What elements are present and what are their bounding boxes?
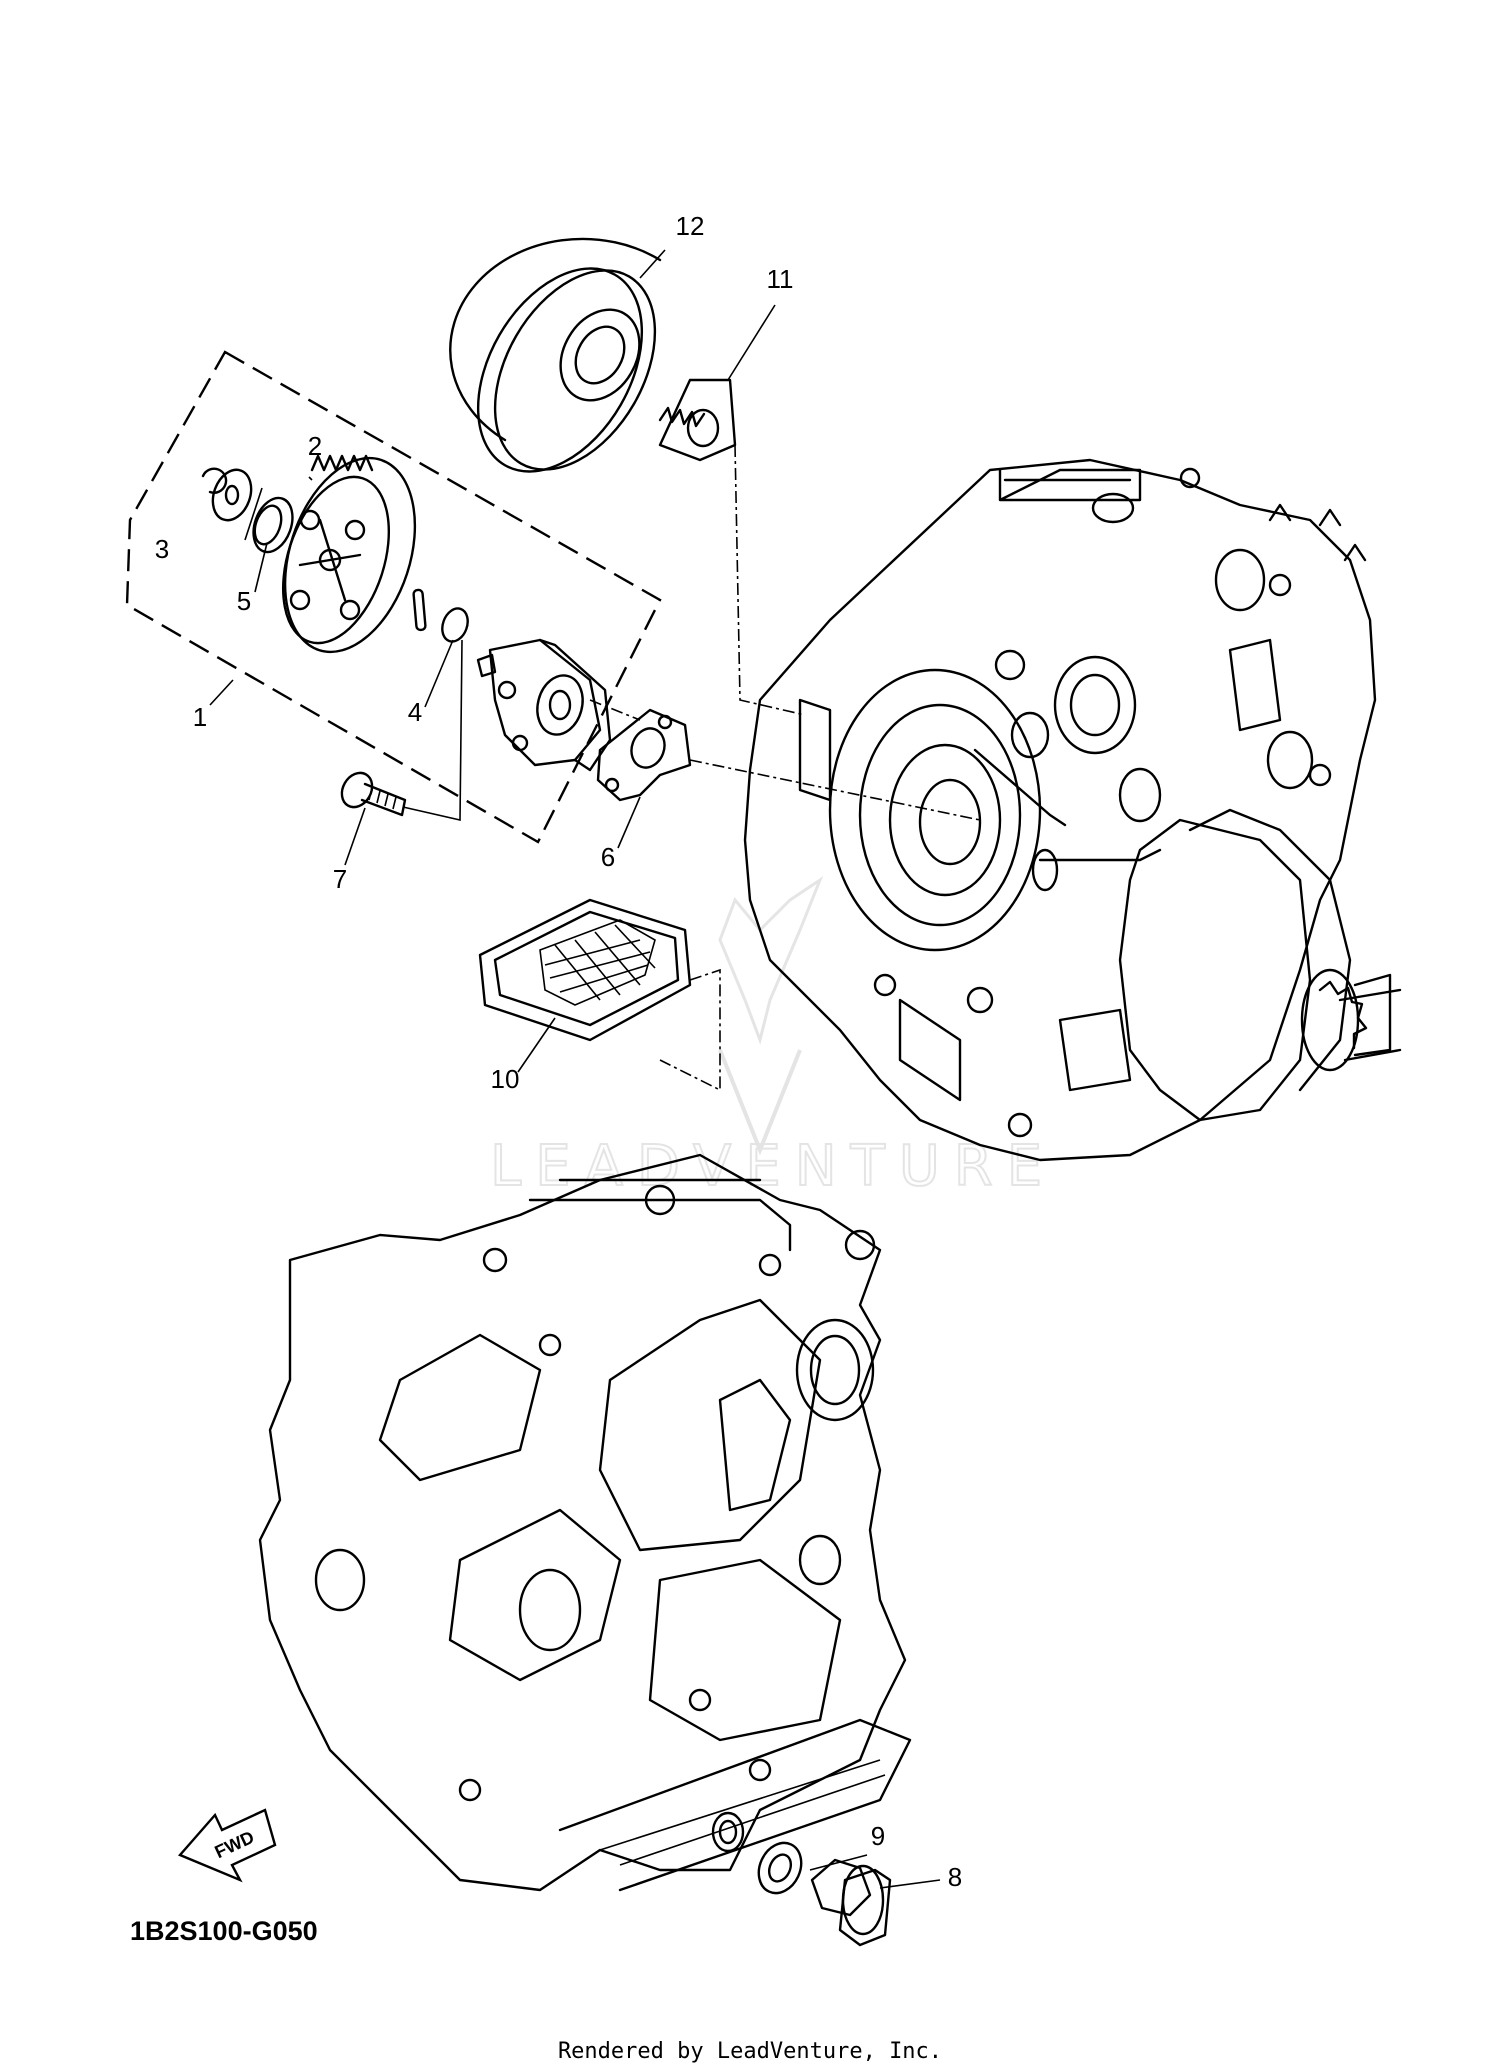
- diagram-part-code: 1B2S100-G050: [130, 1916, 318, 1946]
- crankcase-cover-seal: [449, 237, 662, 473]
- pump-gasket: [596, 708, 692, 802]
- oil-strainer: [478, 898, 692, 1042]
- drain-bolt: [810, 1858, 892, 1947]
- watermark-logo: LEADVENTURE: [489, 876, 1056, 1200]
- washer: [211, 468, 253, 522]
- fwd-arrow-icon: FWD: [177, 1808, 277, 1883]
- o-ring: [441, 607, 469, 643]
- oil-pump-assembly-outline: [125, 350, 662, 844]
- callout-8: 8: [948, 1862, 962, 1892]
- footer-credit: Rendered by LeadVenture, Inc.: [558, 2039, 942, 2064]
- spring-washer: [658, 378, 737, 462]
- crankcase-right-half: [743, 458, 1402, 1162]
- crankcase-left-half: [258, 1153, 912, 1892]
- callout-11: 11: [767, 264, 794, 294]
- pump-drive-gear: [281, 454, 417, 654]
- callout-9: 9: [871, 1821, 885, 1851]
- pump-rotor: [252, 496, 294, 554]
- pump-screw: [340, 771, 407, 817]
- pump-housing: [476, 638, 612, 772]
- callout-12: 12: [676, 211, 705, 241]
- callout-5: 5: [237, 586, 251, 616]
- callout-4: 4: [408, 697, 422, 727]
- callout-6: 6: [601, 842, 615, 872]
- callout-7: 7: [333, 864, 347, 894]
- callout-1: 1: [193, 702, 207, 732]
- callout-10: 10: [491, 1064, 520, 1094]
- leader-lines: [209, 249, 981, 1889]
- drain-washer: [757, 1841, 803, 1895]
- callout-3: 3: [155, 534, 169, 564]
- watermark-text: LEADVENTURE: [490, 1134, 1056, 1199]
- callout-2: 2: [308, 431, 322, 461]
- dowel-pin: [412, 588, 427, 632]
